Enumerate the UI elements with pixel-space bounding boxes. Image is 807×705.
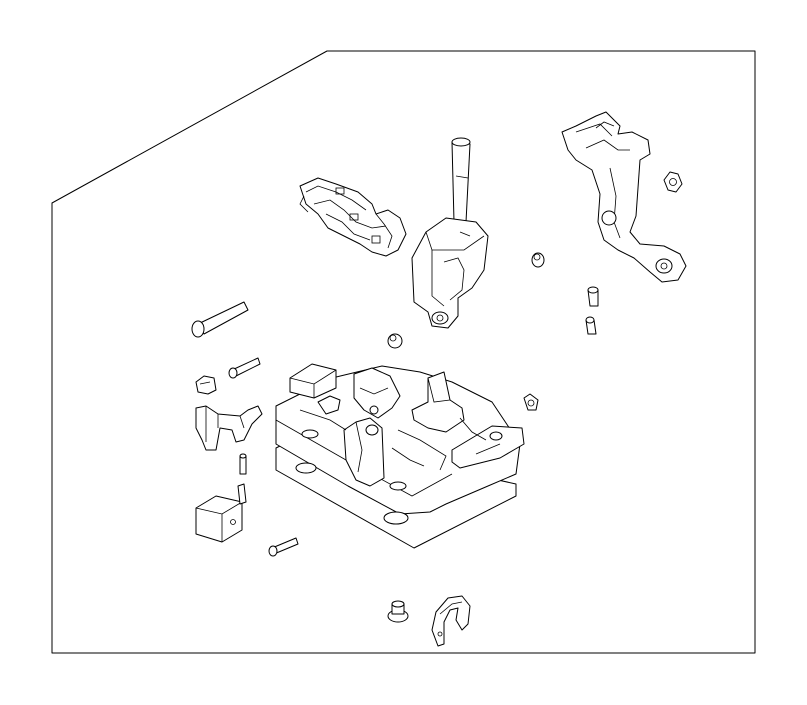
bushing <box>531 252 545 268</box>
short-pin <box>228 357 261 379</box>
short-pin <box>585 316 597 335</box>
bushing <box>387 333 403 349</box>
frame-border <box>51 50 756 654</box>
base-plate-assembly <box>275 363 525 549</box>
nut <box>663 171 683 193</box>
clip <box>431 595 471 647</box>
selector-lever-shaft <box>411 137 489 329</box>
detent-spring-bracket <box>561 111 687 283</box>
position-sensor <box>299 177 407 257</box>
short-pin <box>239 453 247 475</box>
clip <box>195 375 217 395</box>
short-pin <box>587 286 599 307</box>
cable-bracket <box>195 405 263 451</box>
long-pin <box>191 301 249 338</box>
short-pin <box>268 537 299 557</box>
bushing <box>387 600 409 623</box>
washer <box>523 393 539 411</box>
solenoid-block <box>195 483 247 543</box>
